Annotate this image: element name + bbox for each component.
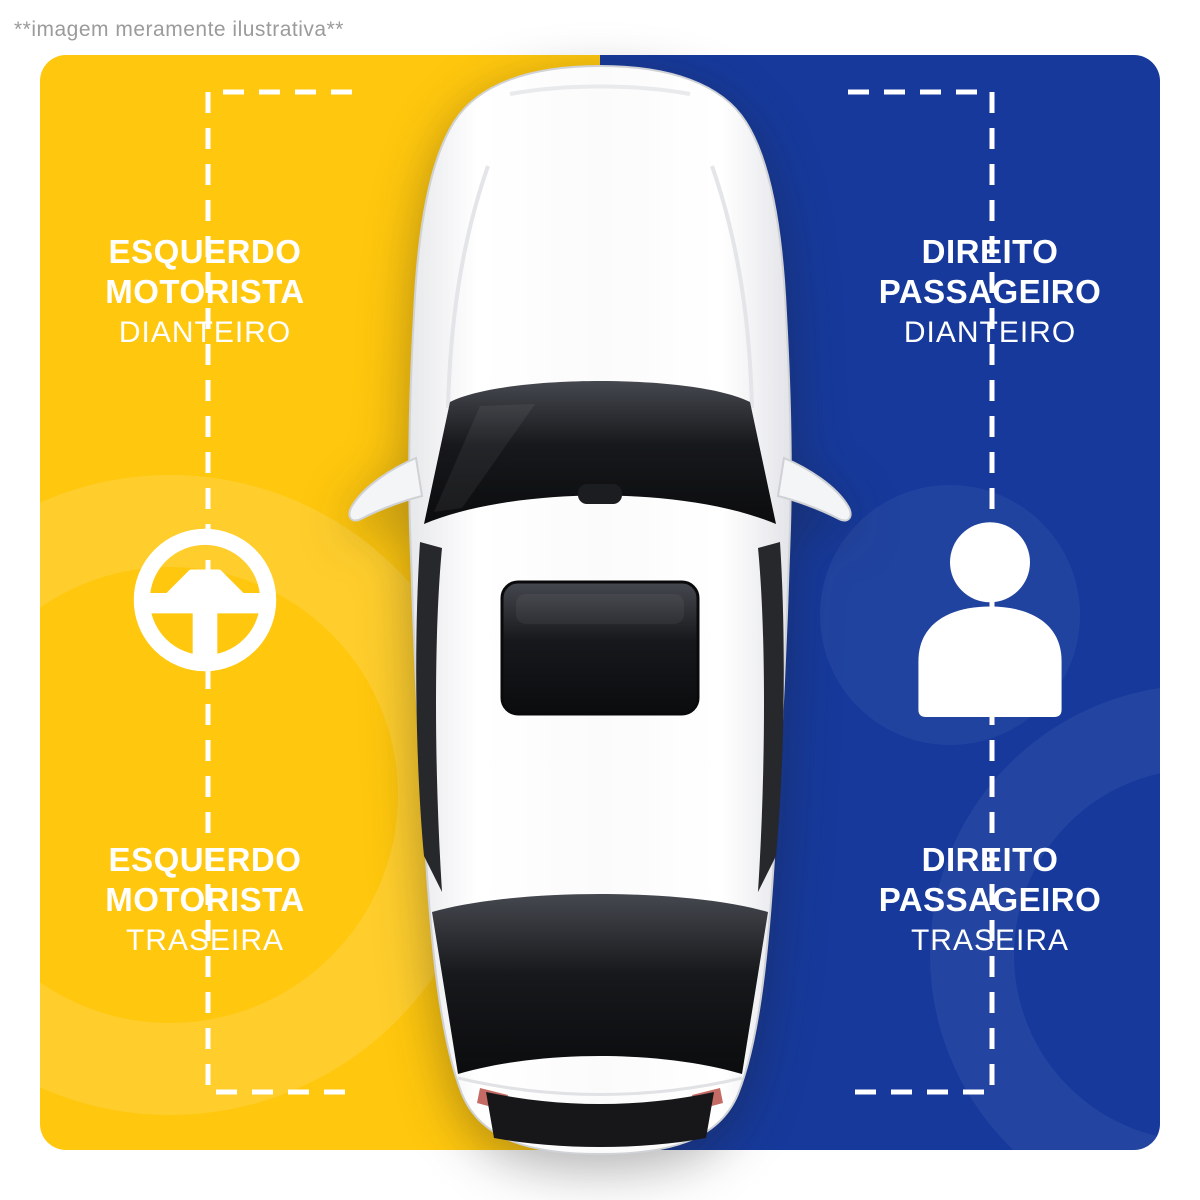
person-icon: [918, 522, 1062, 717]
car-top-view: [348, 64, 852, 1156]
label-line: DIREITO: [921, 233, 1059, 270]
label-line: TRASEIRA: [125, 923, 285, 957]
label-line: DIANTEIRO: [903, 315, 1077, 349]
driver-zone-outline: [205, 89, 352, 1095]
label-front-right: DIREITO PASSAGEIRO DIANTEIRO: [879, 232, 1102, 353]
label-line: MOTORISTA: [105, 273, 305, 311]
right-mirror: [776, 456, 852, 522]
rear-bumper: [486, 1092, 714, 1147]
label-line: ESQUERDO: [108, 233, 302, 270]
passenger-zone-outline: [848, 89, 995, 1095]
label-line: PASSAGEIRO: [878, 881, 1102, 919]
sunroof-glass: [500, 580, 700, 716]
rear-window-glass: [432, 894, 768, 1074]
label-rear-right: DIREITO PASSAGEIRO TRASEIRA: [879, 840, 1102, 961]
windshield-glass: [424, 381, 776, 524]
label-line: TRASEIRA: [910, 923, 1070, 957]
disclaimer-caption: **imagem meramente ilustrativa**: [14, 18, 344, 41]
steering-wheel-icon: [133, 528, 277, 672]
label-line: PASSAGEIRO: [878, 273, 1102, 311]
label-rear-left: ESQUERDO MOTORISTA TRASEIRA: [105, 840, 304, 961]
label-line: DIANTEIRO: [118, 315, 292, 349]
left-mirror: [348, 456, 424, 522]
label-line: MOTORISTA: [105, 881, 305, 919]
label-front-left: ESQUERDO MOTORISTA DIANTEIRO: [105, 232, 304, 353]
label-line: DIREITO: [921, 841, 1059, 878]
label-line: ESQUERDO: [108, 841, 302, 878]
